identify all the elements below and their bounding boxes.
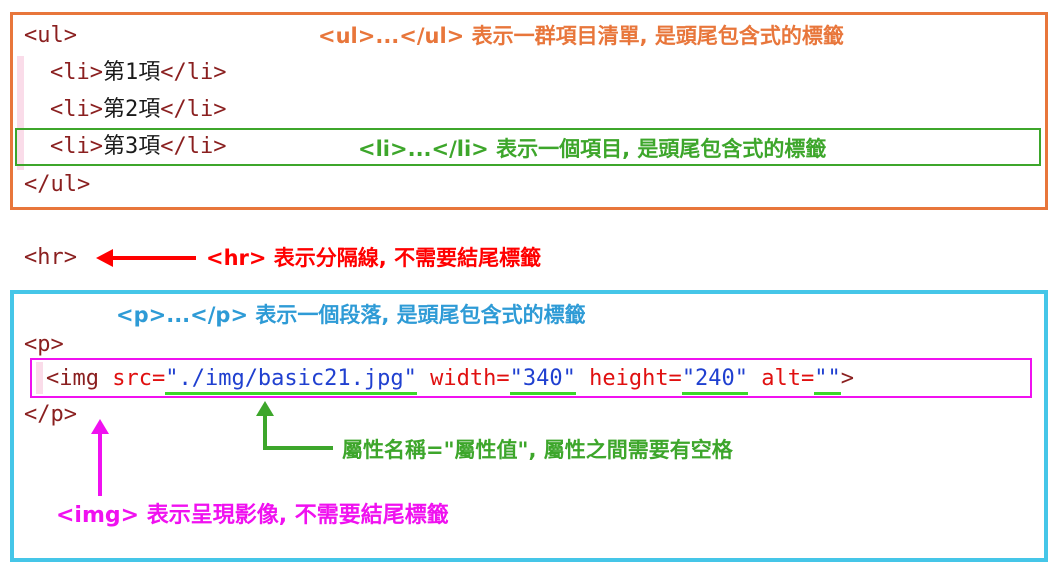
li-close-tag: </li>: [160, 60, 227, 85]
editor-highlight-stripe-ul: [17, 56, 24, 170]
img-annotation: <img> 表示呈現影像, 不需要結尾標籤: [56, 503, 449, 528]
li-highlight-box: [15, 128, 1041, 166]
li-text: 第2項: [102, 97, 161, 122]
hr-tag: <hr>: [24, 245, 77, 270]
img-width-attr: width=: [416, 366, 510, 391]
ul-annotation: <ul>...</ul> 表示一群項目清單, 是頭尾包含式的標籤: [318, 24, 844, 48]
hr-arrow-shaft: [112, 256, 196, 260]
p-close-tag: </p>: [24, 402, 77, 427]
li-open-tag: <li>: [50, 134, 103, 159]
li-text: 第1項: [102, 60, 161, 85]
code-line-li-1: <li>第1項</li>: [50, 58, 226, 88]
ul-example-box: [10, 12, 1048, 210]
li-open-tag: <li>: [50, 97, 103, 122]
hr-arrow-head-icon: [96, 249, 113, 267]
attr-arrow-shaft-vertical: [263, 414, 267, 450]
li-close-tag: </li>: [160, 97, 227, 122]
img-src-value: "./img/basic21.jpg": [165, 366, 417, 395]
attr-arrow-shaft-horizontal: [263, 446, 333, 450]
ul-close-tag: </ul>: [24, 172, 91, 197]
img-arrow-head-icon: [91, 419, 109, 434]
img-alt-attr: alt=: [748, 366, 815, 391]
p-open-tag: <p>: [24, 332, 64, 357]
code-line-img: <img src="./img/basic21.jpg" width="340"…: [46, 364, 855, 395]
code-line-li-3: <li>第3項</li>: [50, 132, 226, 162]
img-highlight-box: [30, 358, 1032, 398]
code-line-p-open: <p>: [24, 330, 64, 360]
img-alt-value: "": [814, 366, 841, 395]
li-text: 第3項: [102, 134, 161, 159]
li-annotation: <li>...</li> 表示一個項目, 是頭尾包含式的標籤: [358, 137, 827, 161]
attr-annotation: 屬性名稱="屬性值", 屬性之間需要有空格: [342, 438, 733, 462]
img-arrow-shaft: [98, 432, 102, 496]
img-close-bracket: >: [840, 366, 855, 391]
code-line-hr: <hr>: [24, 243, 77, 273]
editor-highlight-stripe-img: [36, 362, 43, 394]
hr-annotation: <hr> 表示分隔線, 不需要結尾標籤: [206, 246, 542, 270]
img-src-attr: src=: [98, 366, 166, 391]
attr-arrow-head-icon: [256, 401, 274, 416]
img-width-value: "340": [509, 366, 576, 395]
p-example-box: [10, 290, 1048, 562]
img-height-value: "240": [681, 366, 749, 395]
p-annotation: <p>...</p> 表示一個段落, 是頭尾包含式的標籤: [116, 303, 586, 327]
img-height-attr: height=: [575, 366, 682, 391]
img-open-tag: <img: [46, 366, 99, 391]
li-close-tag: </li>: [160, 134, 227, 159]
code-line-ul-close: </ul>: [24, 170, 90, 200]
code-line-p-close: </p>: [24, 400, 77, 430]
li-open-tag: <li>: [50, 60, 103, 85]
code-line-li-2: <li>第2項</li>: [50, 95, 226, 125]
ul-open-tag: <ul>: [24, 23, 77, 48]
code-line-ul-open: <ul>: [24, 21, 77, 51]
